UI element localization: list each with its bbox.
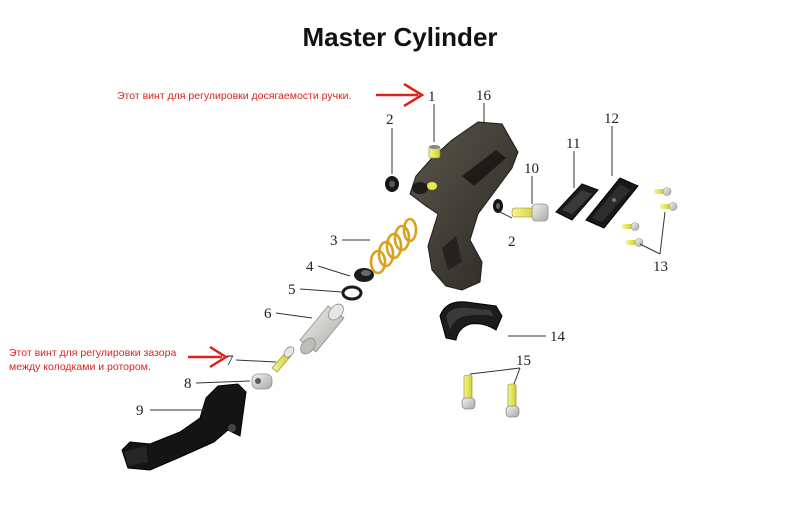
part-cap-screws — [622, 187, 678, 247]
part-o-ring-top — [385, 176, 399, 192]
page-title: Master Cylinder — [302, 22, 497, 52]
arrow-right-icon — [376, 82, 425, 108]
callout-14: 14 — [550, 329, 566, 345]
part-clamp — [439, 301, 503, 341]
callout-4: 4 — [306, 259, 314, 275]
callout-2-top: 2 — [386, 112, 394, 128]
part-spring — [369, 217, 418, 275]
part-diaphragm — [555, 183, 599, 221]
annotation-gap-screw-line2: между колодками и ротором. — [9, 361, 151, 373]
part-clamp-bolts — [461, 374, 520, 418]
annotation-gap-screw-line1: Этот винт для регулировки зазора — [9, 347, 176, 359]
part-reach-screw — [428, 145, 441, 159]
part-piston — [299, 303, 345, 355]
part-lever — [121, 383, 247, 471]
callout-3: 3 — [330, 233, 338, 249]
callout-13: 13 — [653, 259, 668, 275]
callout-15: 15 — [516, 353, 531, 369]
callout-9: 9 — [136, 403, 144, 419]
callout-11: 11 — [566, 136, 580, 152]
callout-5: 5 — [288, 282, 296, 298]
callout-2-bottom: 2 — [508, 234, 516, 250]
part-gap-screw — [271, 346, 295, 373]
callout-6: 6 — [264, 306, 272, 322]
leader-lines — [150, 103, 666, 411]
callout-8: 8 — [184, 376, 192, 392]
callout-10: 10 — [524, 161, 539, 177]
annotation-reach-screw: Этот винт для регулировки досягаемости р… — [117, 90, 351, 102]
callout-1: 1 — [428, 89, 436, 105]
part-o-ring-bottom — [493, 199, 503, 213]
part-reservoir-cap — [585, 177, 639, 229]
part-bolt — [511, 203, 549, 222]
part-body — [409, 121, 519, 291]
part-o-ring-piston — [341, 285, 363, 301]
part-bushing — [251, 373, 273, 390]
part-seal — [354, 268, 374, 282]
callout-16: 16 — [476, 88, 492, 104]
arrow-right-icon — [188, 345, 229, 369]
callout-12: 12 — [604, 111, 619, 127]
callout-7: 7 — [226, 353, 234, 369]
